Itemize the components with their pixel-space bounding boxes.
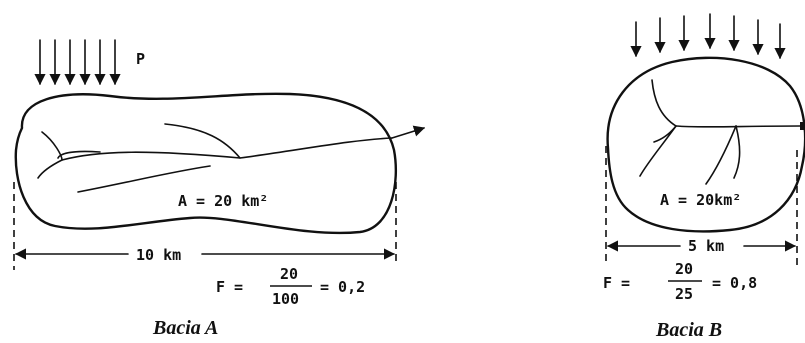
basin-a: P A = 20 km² 10 km F = 20 100 = 0,2 Baci… (13, 39, 426, 339)
basin-b-f-prefix: F = (603, 274, 630, 292)
basin-b-f-numerator: 20 (675, 260, 693, 278)
basin-b-area: A = 20km² (660, 191, 741, 209)
basin-a-width: 10 km (136, 246, 181, 264)
basin-b: A = 20km² 5 km F = 20 25 = 0,8 Bacia B (603, 13, 805, 341)
basin-a-streams (37, 123, 426, 193)
basin-b-outline (606, 56, 805, 233)
rain-arrows-icon (630, 13, 786, 60)
basin-a-f-result: = 0,2 (320, 278, 365, 296)
basin-b-streams (639, 79, 801, 185)
outlet-arrow-icon (800, 122, 804, 130)
basin-a-f-numerator: 20 (280, 265, 298, 283)
rain-arrows-icon (34, 39, 121, 86)
basin-b-width: 5 km (688, 237, 724, 255)
rain-label: P (136, 50, 145, 68)
basin-a-caption: Bacia A (152, 317, 218, 339)
basin-a-area: A = 20 km² (178, 192, 268, 210)
basin-a-f-denominator: 100 (272, 290, 299, 308)
basin-a-f-prefix: F = (216, 278, 243, 296)
basin-b-f-denominator: 25 (675, 285, 693, 303)
basin-b-caption: Bacia B (655, 319, 722, 341)
basin-a-outline (14, 92, 398, 235)
basin-b-f-result: = 0,8 (712, 274, 757, 292)
